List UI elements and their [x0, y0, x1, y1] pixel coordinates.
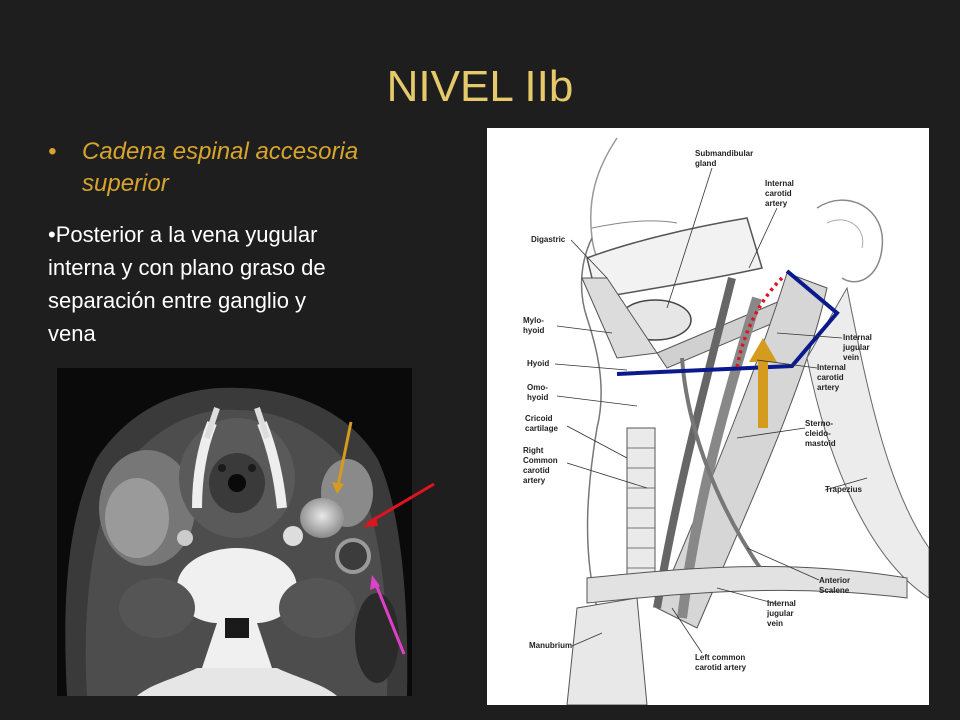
- label-manubrium: Manubrium: [529, 641, 572, 650]
- label-hyoid: Hyoid: [527, 359, 549, 368]
- bullet-sub: •Posterior a la vena yugular interna y c…: [48, 218, 428, 350]
- bullet-sub-line: •Posterior a la vena yugular: [48, 222, 318, 247]
- posterior-boundary-dotted: [735, 276, 784, 369]
- gold-arrow-shaft: [758, 360, 768, 428]
- slide-title: NIVEL IIb: [386, 62, 574, 111]
- bullet-sub-line: separación entre ganglio y: [48, 288, 307, 313]
- label-omohyoid: Omo-hyoid: [527, 383, 548, 402]
- label-trapezius: Trapezius: [825, 485, 862, 494]
- label-sternocleidomastoid: Sterno-cleido-mastoid: [805, 419, 836, 448]
- ct-scan-drawing: [57, 368, 412, 696]
- bullet-sub-line: interna y con plano graso de: [48, 255, 326, 280]
- label-mylohyoid: Mylo-hyoid: [523, 316, 544, 335]
- bullet-marker: •: [48, 138, 57, 165]
- label-digastric: Digastric: [531, 235, 566, 244]
- bullet-main-line: superior: [82, 170, 169, 197]
- bullet-main-text: Cadena espinal accesoria superior: [82, 136, 428, 200]
- ct-scan-image: [57, 368, 412, 696]
- bullet-sub-line: vena: [48, 321, 96, 346]
- gold-arrow-head: [749, 338, 777, 362]
- level-iib-outline: [616, 269, 840, 376]
- bullet-main-line: Cadena espinal accesoria: [82, 138, 359, 165]
